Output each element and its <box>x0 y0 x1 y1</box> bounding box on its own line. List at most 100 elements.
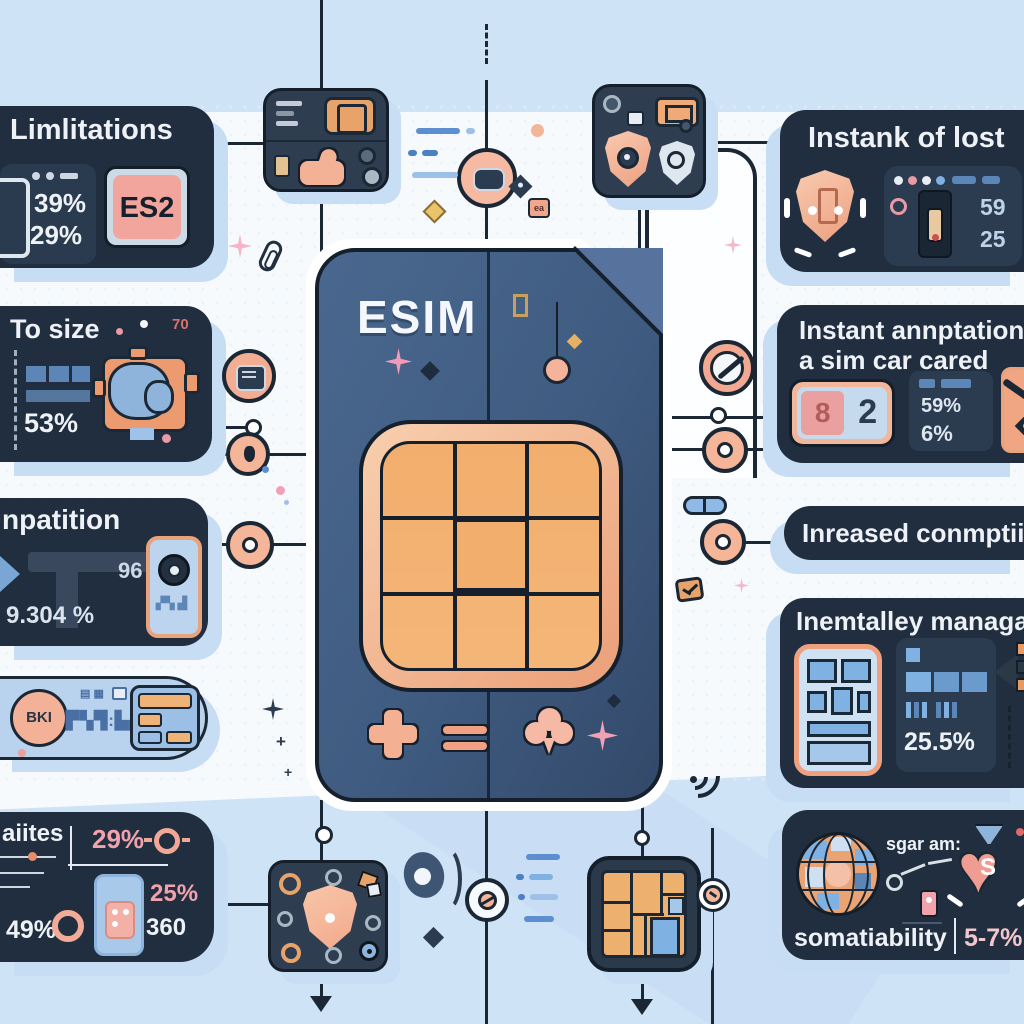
globe-icon <box>796 832 880 916</box>
navy-diamond-icon <box>420 361 440 381</box>
corner-stat: 70 <box>172 316 189 333</box>
stat-value: 39% <box>34 188 87 218</box>
shield-icon <box>796 170 854 242</box>
ban-node-icon <box>699 340 755 396</box>
panel-title: Inemtalley managable <box>796 606 1024 636</box>
panel-title: Limlitations <box>10 114 173 146</box>
plus-icon <box>369 710 417 758</box>
connector-line <box>205 426 257 429</box>
connector-line <box>737 541 783 544</box>
card-seam <box>487 692 490 802</box>
panel-instant-activation: Instant annptation . a sim car cared 8 2… <box>777 305 1024 463</box>
chip-node-icon <box>222 349 276 403</box>
stat-value: 9.304 % <box>6 602 95 629</box>
phone-pen-icon <box>1001 367 1024 453</box>
donut-node <box>702 427 748 473</box>
phone-icon: ▞▚ ▟ <box>146 536 202 638</box>
blob-a-icon <box>399 846 464 912</box>
panel-to-size: To size 70 53% <box>0 306 212 462</box>
chip-pill-icon <box>130 685 200 751</box>
capsule-icon <box>683 496 727 515</box>
stat-value: 360 <box>146 914 187 941</box>
feature-tile-security <box>592 84 706 198</box>
note-text: sgar am: <box>886 834 962 854</box>
stat-value: 59 <box>980 194 1006 220</box>
deco-dot <box>276 486 285 495</box>
counter-right: 2 <box>858 393 878 431</box>
connector-line <box>745 448 781 451</box>
glyphs-small: ▤ ▦ <box>80 688 104 700</box>
panel-chip-pill: BKI ▤ ▦ ▛▚▜:▙▞ <box>0 676 208 760</box>
pill-node-icon <box>457 148 517 208</box>
glyphs-main: ▛▚▜:▙▞ <box>66 711 144 730</box>
sim-chip-tile <box>587 856 701 972</box>
esim-card: ESIM <box>315 248 663 802</box>
stat-value: 96 <box>118 558 143 583</box>
rect-outline-deco <box>513 294 528 317</box>
card-title: ESIM <box>357 291 478 343</box>
connector-line <box>700 141 796 144</box>
bg-top-band <box>0 0 1024 112</box>
heart-icon: ♥ S <box>946 824 1024 912</box>
deco-dot <box>531 124 544 137</box>
panel-title: Instant annptation . <box>799 315 1024 345</box>
peach-square-icon: ea <box>528 198 550 218</box>
donut-node <box>226 521 274 569</box>
panel-subtitle: a sim car cared <box>799 345 989 375</box>
stat-value: 29% <box>30 220 83 250</box>
arrow-left-icon <box>994 654 1018 690</box>
shield-grid-tile <box>268 860 388 972</box>
stat-value: 29% <box>92 824 145 854</box>
panel-title: somatiability <box>794 924 947 952</box>
panel-title: To size <box>10 314 100 344</box>
deco-dot <box>262 466 269 473</box>
stat-value: 53% <box>24 408 79 438</box>
sparkle-icon <box>587 720 618 751</box>
world-puzzle-icon <box>92 346 206 448</box>
deco-dot <box>284 500 289 505</box>
clover-icon <box>525 708 575 758</box>
phone-dark-icon <box>918 190 952 258</box>
phone-icon <box>94 874 144 956</box>
shield-icon <box>303 885 357 949</box>
sub-panel: 25.5% <box>896 638 996 772</box>
panel-title: aiites <box>2 820 64 847</box>
navy-diamond-icon <box>607 694 621 708</box>
magnifier-icon <box>886 874 903 891</box>
fold-node <box>543 356 571 384</box>
heart-letter: S <box>980 854 997 881</box>
panel-title: Instank of lost <box>808 122 1005 154</box>
connector-line <box>711 828 714 1024</box>
phone-chip-icon <box>794 644 882 776</box>
card-seam <box>487 252 490 422</box>
swirl-node-icon <box>465 878 509 922</box>
arrow-down-icon <box>631 999 653 1015</box>
connector-line <box>660 448 726 451</box>
ring-node <box>696 878 730 912</box>
stat-value: 25.5% <box>904 728 975 756</box>
stat-value: 49% <box>6 916 57 944</box>
arrow-down-icon <box>310 996 332 1012</box>
panel-limitations: Limlitations 39% 29% ES2 <box>0 106 214 268</box>
feature-tile-thumbs <box>263 88 389 192</box>
panel-increased-compatible: Inreased conmptiible <box>784 506 1024 560</box>
connector-line-dashed <box>485 24 488 64</box>
panel-instant-lost: Instank of lost 59 25 <box>780 110 1024 272</box>
connector-line <box>638 190 641 250</box>
donut-deco <box>52 910 84 942</box>
equals-icon <box>443 726 487 752</box>
stat-value: 59% <box>921 395 962 417</box>
sim-chip <box>359 420 623 692</box>
counter-box: 8 2 <box>789 379 895 447</box>
arrow-line <box>641 973 644 1001</box>
panel-compatibility: npatition 96 9.304 % ▞▚ ▟ <box>0 498 208 646</box>
panel-abilities: aiites 29% 49% 25% 360 <box>0 812 214 962</box>
plus-deco: + <box>276 732 286 751</box>
small-node <box>315 826 333 844</box>
wifi-icon <box>666 744 732 808</box>
small-node <box>634 830 650 846</box>
bki-circle: BKI <box>10 689 68 747</box>
mini-phone-icon <box>920 890 938 917</box>
thumbs-up-icon <box>292 147 352 187</box>
